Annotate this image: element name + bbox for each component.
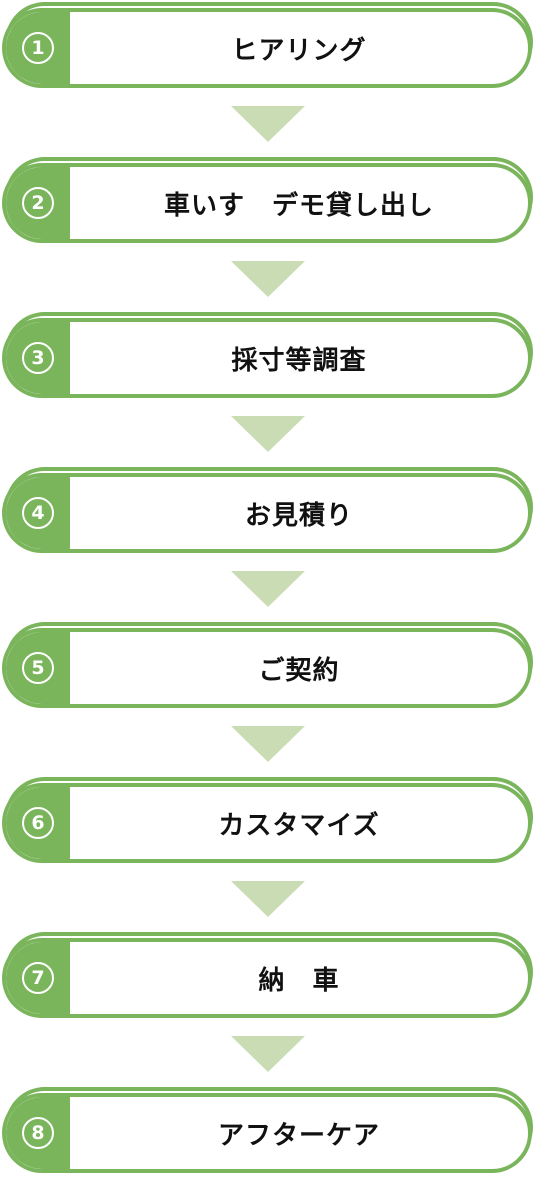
step-label: 採寸等調査 [231,345,367,376]
step-number: 2 [22,187,54,219]
down-arrow-icon [231,106,305,142]
down-arrow-icon [231,571,305,607]
step-3: 3 採寸等調査 [2,312,535,400]
step-2: 2 車いす デモ貸し出し [2,157,535,245]
step-number: 5 [22,652,54,684]
step-label: 納 車 [258,965,340,996]
down-arrow-icon [231,881,305,917]
step-number: 6 [22,807,54,839]
step-box: 2 車いす デモ貸し出し [2,163,532,243]
step-box: 1 ヒアリング [2,8,532,88]
down-arrow-icon [231,726,305,762]
step-6: 6 カスタマイズ [2,777,535,865]
step-number-area: 1 [6,12,70,84]
step-8: 8 アフターケア [2,1087,535,1175]
step-number-area: 7 [6,942,70,1014]
down-arrow-icon [231,1036,305,1072]
step-box: 3 採寸等調査 [2,318,532,398]
step-box: 6 カスタマイズ [2,783,532,863]
step-number: 7 [22,962,54,994]
step-number: 8 [22,1117,54,1149]
step-number-area: 4 [6,477,70,549]
step-box: 4 お見積り [2,473,532,553]
step-7: 7 納 車 [2,932,535,1020]
step-label: 車いす デモ貸し出し [163,190,434,221]
step-number-area: 8 [6,1097,70,1169]
step-number-area: 2 [6,167,70,239]
step-number-area: 6 [6,787,70,859]
step-number: 4 [22,497,54,529]
step-number-area: 3 [6,322,70,394]
step-label: カスタマイズ [218,810,380,841]
step-number: 1 [22,32,54,64]
step-4: 4 お見積り [2,467,535,555]
step-box: 8 アフターケア [2,1093,532,1173]
step-label: ご契約 [258,655,340,686]
step-label: ヒアリング [231,35,367,66]
down-arrow-icon [231,416,305,452]
step-label: アフターケア [217,1120,380,1151]
step-box: 5 ご契約 [2,628,532,708]
step-number-area: 5 [6,632,70,704]
step-number: 3 [22,342,54,374]
step-box: 7 納 車 [2,938,532,1018]
down-arrow-icon [231,261,305,297]
step-5: 5 ご契約 [2,622,535,710]
step-label: お見積り [244,500,353,531]
step-1: 1 ヒアリング [2,2,535,90]
